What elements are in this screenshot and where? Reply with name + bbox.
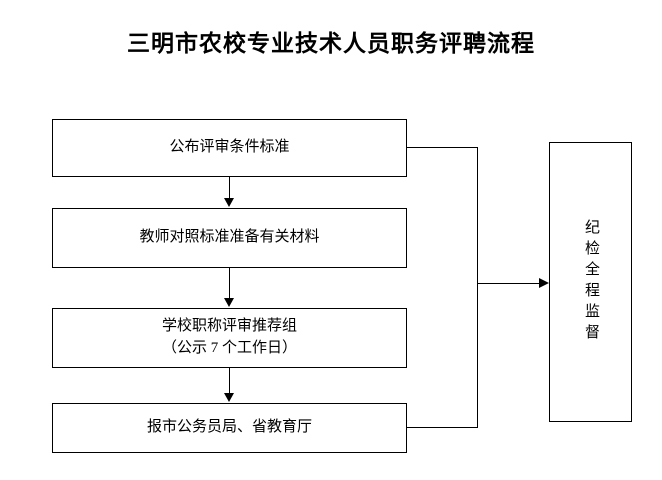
flow-node-publish-label: 公布评审条件标准 (169, 139, 290, 156)
flow-node-report[interactable]: 报市公务员局、省教育厅 (52, 403, 407, 453)
flow-node-prepare[interactable]: 教师对照标准准备有关材料 (52, 208, 407, 268)
arrowhead-down-icon (224, 393, 234, 402)
connector-prepare-to-recommend (229, 268, 230, 299)
page-title: 三明市农校专业技术人员职务评聘流程 (127, 31, 535, 56)
flow-node-supervision-label: 纪检全程监督 (583, 219, 599, 345)
flow-node-recommend-label: 学校职称评审推荐组 (161, 318, 297, 335)
connector-recommend-to-report (229, 368, 230, 394)
arrowhead-right-icon (539, 278, 549, 288)
flow-node-recommend-sublabel: （公示 7 个工作日） (161, 340, 297, 356)
connector-bracket-spine (477, 147, 478, 428)
flow-node-supervision[interactable]: 纪检全程监督 (549, 142, 632, 422)
connector-publish-to-prepare (229, 177, 230, 200)
connector-publish-to-bracket (406, 147, 478, 148)
arrowhead-down-icon (224, 298, 234, 307)
connector-bracket-to-supervision (477, 283, 541, 284)
connector-report-to-bracket (406, 427, 478, 428)
flow-node-report-label: 报市公务员局、省教育厅 (146, 419, 312, 436)
flow-node-publish[interactable]: 公布评审条件标准 (52, 119, 407, 177)
arrowhead-down-icon (224, 198, 234, 207)
flow-node-prepare-label: 教师对照标准准备有关材料 (139, 229, 320, 246)
flow-node-recommend[interactable]: 学校职称评审推荐组 （公示 7 个工作日） (52, 308, 407, 368)
